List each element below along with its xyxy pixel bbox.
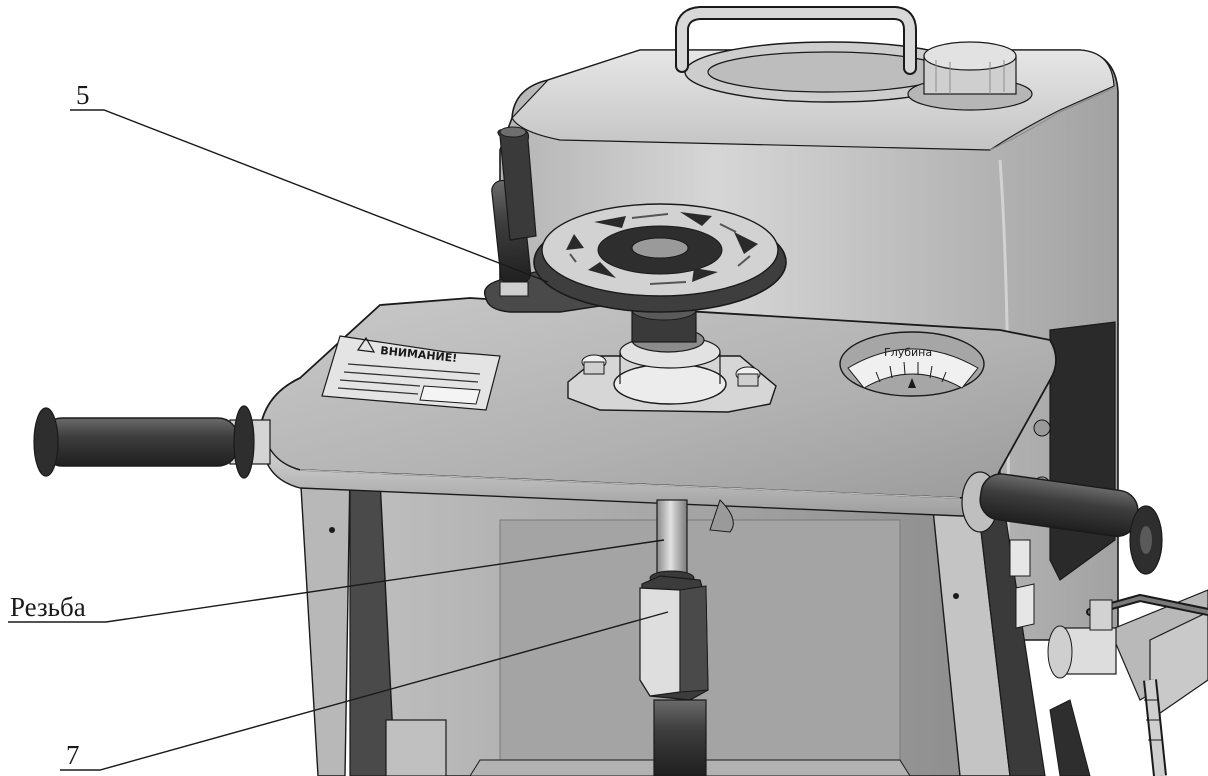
depth-gauge: Глубина: [839, 331, 985, 397]
callout-thread: Резьба: [8, 539, 665, 623]
callout-label-thread: Резьба: [10, 592, 86, 622]
warning-plate: ВНИМАНИЕ!: [321, 335, 501, 411]
callout-label-5: 5: [76, 80, 90, 110]
left-handle: [33, 405, 271, 479]
right-handle: [961, 471, 1163, 575]
crank-assembly: [483, 126, 787, 313]
threaded-rod: [639, 499, 734, 776]
valve-assembly: [1047, 589, 1208, 776]
callout-5: 5: [70, 80, 549, 283]
callout-7: 7: [60, 611, 669, 771]
depth-gauge-label: Глубина: [884, 346, 932, 359]
filler-cap: [907, 41, 1033, 111]
callout-label-7: 7: [66, 740, 80, 770]
